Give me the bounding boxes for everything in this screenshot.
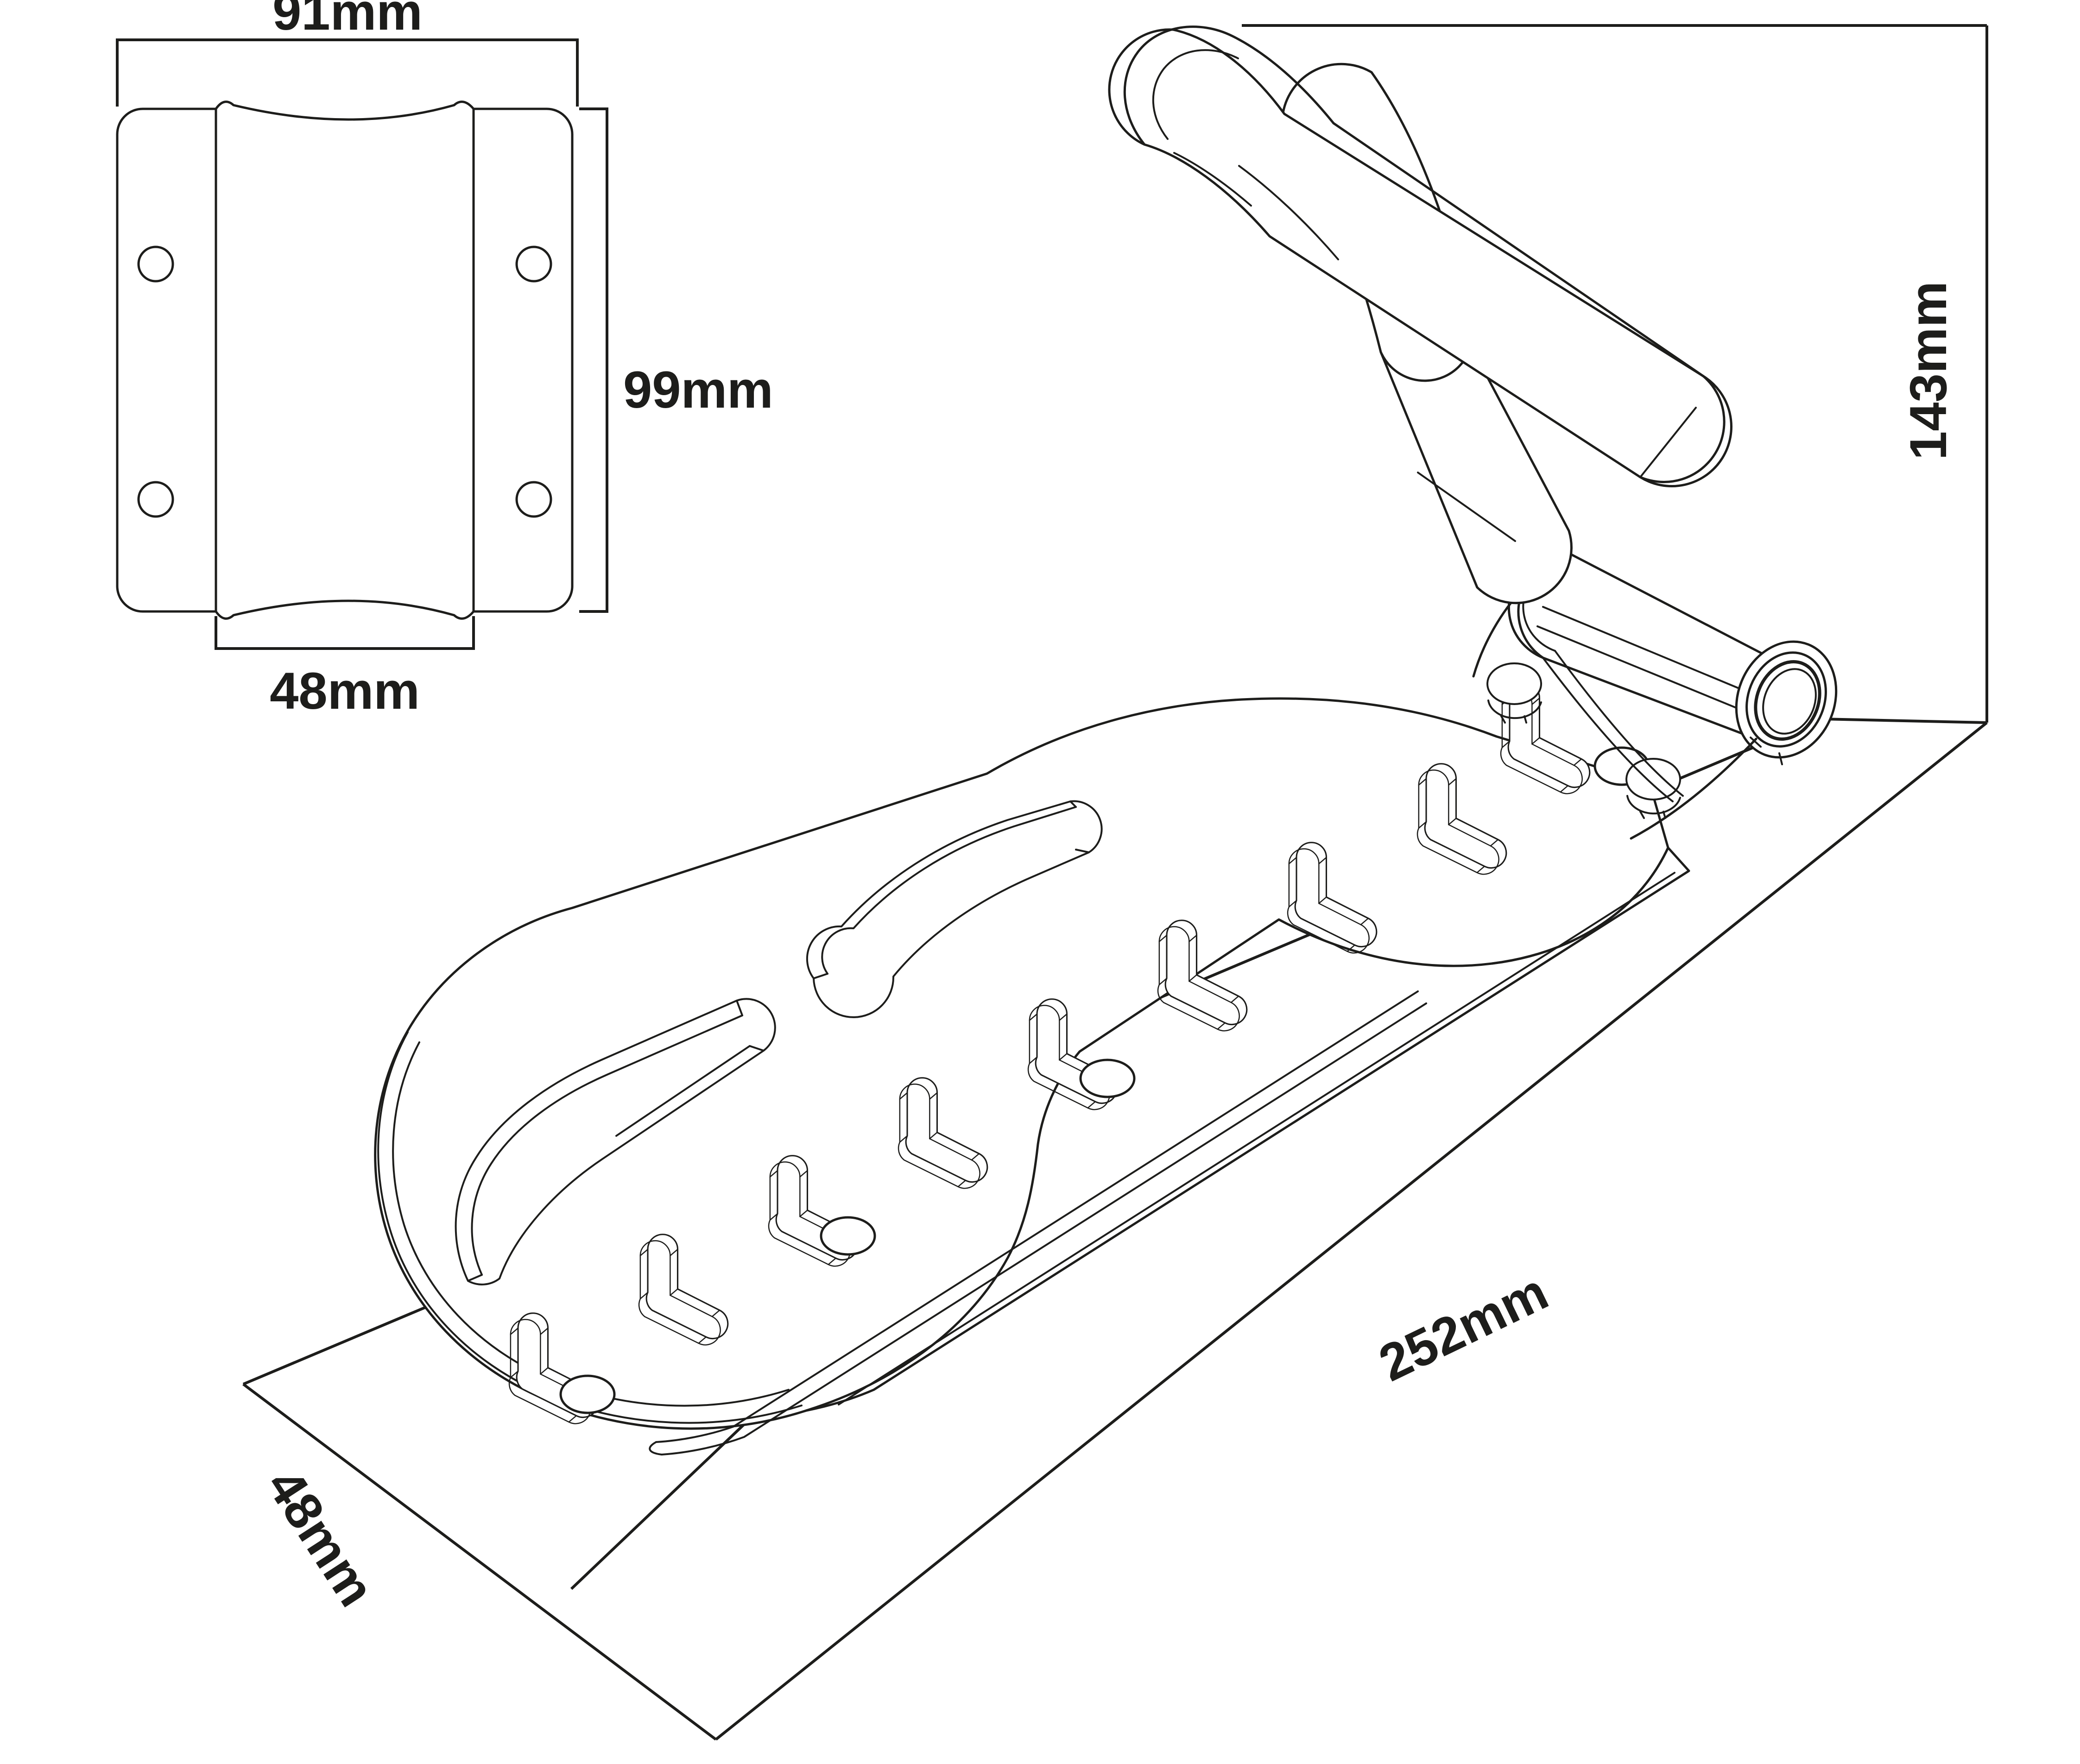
pivot-ring-mid xyxy=(1745,651,1827,748)
dimension-center-48mm: 48mm xyxy=(215,616,475,720)
dimension-width-91mm: 91mm xyxy=(116,0,579,107)
blade-hole-1 xyxy=(561,1376,614,1413)
bracket-hole-bottom-right xyxy=(515,481,552,518)
blade-hole-3 xyxy=(1081,1060,1134,1097)
dimension-label-48mm-bracket: 48mm xyxy=(270,662,420,720)
bracket-hole-top-left xyxy=(137,246,174,283)
bracket-hole-bottom-left xyxy=(137,481,174,518)
tool-isometric-view xyxy=(374,25,1838,1455)
blade-cutout-left xyxy=(455,998,776,1285)
dimension-label-143mm: 143mm xyxy=(1899,281,1957,460)
dimension-height-143mm: 143mm xyxy=(1242,24,1988,723)
dimension-label-252mm: 252mm xyxy=(1370,1262,1556,1392)
dimension-length-252mm: 252mm xyxy=(1370,1262,1556,1392)
dimension-label-48mm-depth: 48mm xyxy=(256,1459,386,1616)
blade-top-surface xyxy=(374,697,1669,1430)
dimension-height-99mm: 99mm xyxy=(579,107,773,613)
rivet-boss-lower xyxy=(1625,758,1681,819)
bracket-hole-top-right xyxy=(515,246,552,283)
blade-cutout-mid xyxy=(806,800,1103,1019)
bracket-front-view xyxy=(116,101,574,620)
blade-hole-2 xyxy=(821,1217,875,1254)
dimension-depth-48mm: 48mm xyxy=(256,1459,386,1616)
pivot-ring-bore xyxy=(1762,668,1817,735)
pivot-knuckle xyxy=(1472,548,1838,840)
dimension-label-91mm: 91mm xyxy=(272,0,423,41)
pivot-ring-inner xyxy=(1754,660,1821,741)
rivet-boss-upper xyxy=(1486,662,1542,724)
dimension-label-99mm: 99mm xyxy=(623,361,773,419)
blade-thickness-face xyxy=(805,846,1690,1412)
